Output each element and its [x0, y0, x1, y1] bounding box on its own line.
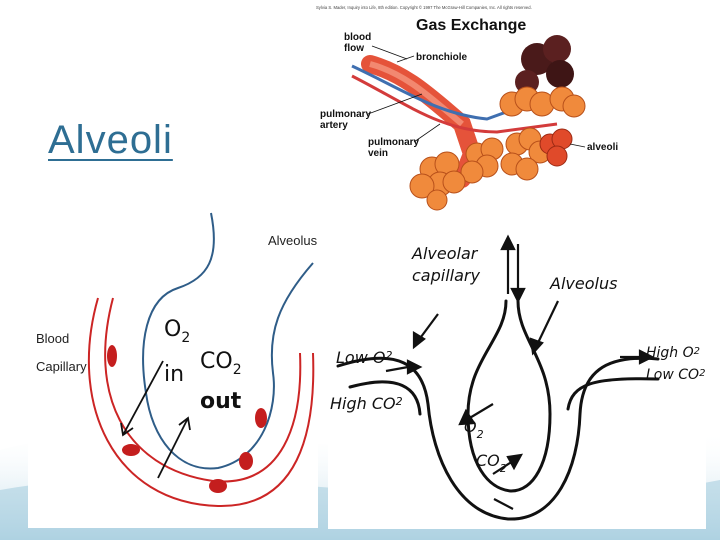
svg-text:pulmonary artery: pulmonary artery — [320, 109, 374, 131]
label-o2: O2 — [464, 417, 484, 441]
alveolus-sketch-diagram: Alveolar capillary Alveolus Low O2 High … — [328, 229, 706, 529]
alveoli-red-cluster — [539, 128, 573, 167]
red-blood-cells — [107, 345, 267, 493]
label-pulmonary-vein-2: vein — [368, 148, 388, 159]
label-out: out — [200, 389, 242, 414]
label-blood: blood — [344, 32, 371, 43]
label-o2: O2 — [164, 317, 190, 346]
label-alveoli: alveoli — [587, 142, 618, 153]
label-in: in — [164, 362, 184, 387]
capillary-network-cluster — [515, 35, 574, 94]
label-alveolus: Alveolus — [268, 233, 318, 248]
label-alveolar: Alveolar — [411, 244, 479, 263]
label-capillary: Capillary — [36, 359, 87, 374]
slide-title: Alveoli — [48, 118, 173, 162]
svg-text:pulmonary vein: pulmonary vein — [368, 137, 422, 159]
label-alveolus: Alveolus — [549, 274, 617, 293]
label-low-o2: Low O2 — [336, 348, 392, 367]
label-pulmonary-vein-1: pulmonary — [368, 137, 420, 148]
svg-text:Blood Capillary: Blood Capillary — [36, 331, 87, 374]
label-pulmonary-artery-1: pulmonary — [320, 109, 372, 120]
alveolus-wall — [466, 299, 552, 493]
pulmonary-vein-vessel — [351, 74, 558, 134]
alveolus-wall — [142, 212, 314, 470]
alveolus-capillary-diagram: Alveolus Blood Capillary O2 in CO2 out — [28, 203, 318, 528]
label-flow: flow — [344, 43, 364, 54]
label-low-co2: Low CO2 — [646, 367, 705, 383]
gas-exchange-title: Gas Exchange — [416, 17, 526, 34]
label-pulmonary-artery-2: artery — [320, 120, 348, 131]
gas-exchange-figure: Sylvia S. Mader, Inquiry into Life, 8th … — [312, 4, 634, 216]
svg-text:blood flow: blood flow — [344, 32, 374, 54]
label-co2: CO2 — [476, 451, 507, 475]
label-capillary: capillary — [412, 266, 480, 285]
pulmonary-artery-vessel — [351, 64, 543, 121]
label-bronchiole: bronchiole — [416, 52, 468, 63]
label-co2: CO2 — [200, 349, 242, 378]
label-blood: Blood — [36, 331, 69, 346]
label-high-co2: High CO2 — [330, 394, 403, 413]
label-high-o2: High O2 — [646, 345, 700, 361]
alveoli-clusters — [409, 86, 586, 211]
capillary-wall-outer — [87, 297, 315, 508]
copyright-notice: Sylvia S. Mader, Inquiry into Life, 8th … — [316, 5, 532, 10]
